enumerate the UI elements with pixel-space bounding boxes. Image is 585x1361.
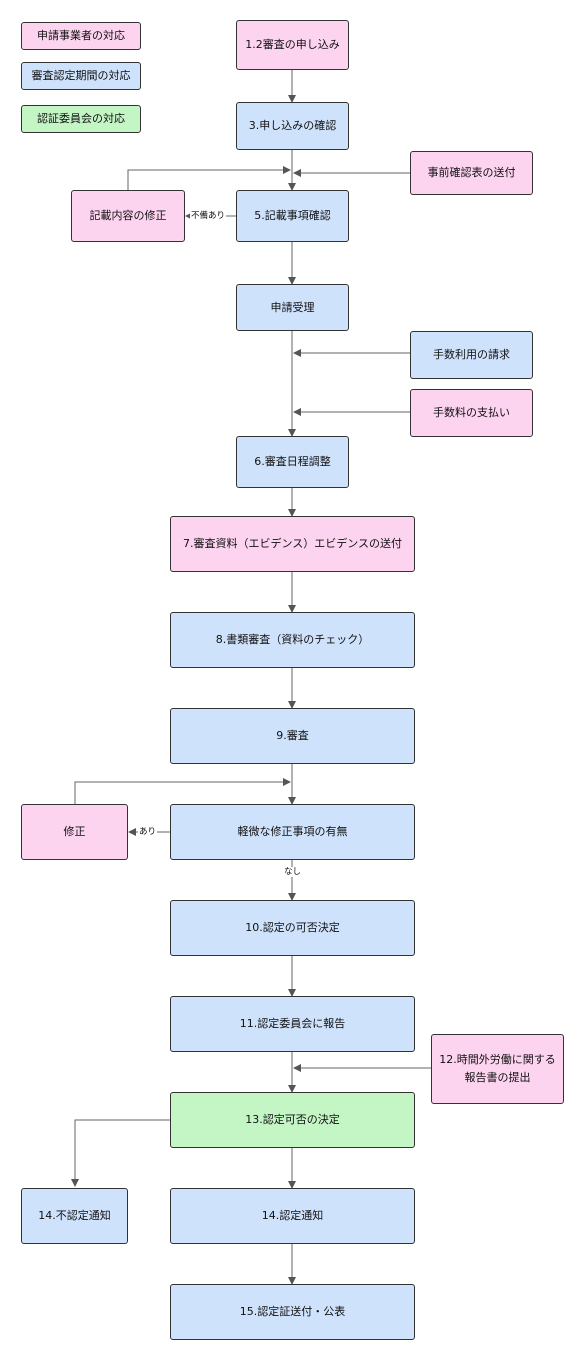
node-11-report-committee: 11.認定委員会に報告	[170, 996, 415, 1052]
node-accept: 申請受理	[236, 284, 349, 331]
node-10-decision: 10.認定の可否決定	[170, 900, 415, 956]
node-8-document-review: 8.書類審査（資料のチェック）	[170, 612, 415, 668]
node-fee-payment: 手数料の支払い	[410, 389, 533, 437]
node-6-schedule: 6.審査日程調整	[236, 436, 349, 488]
node-9-review: 9.審査	[170, 708, 415, 764]
node-minor-fix-check: 軽微な修正事項の有無	[170, 804, 415, 860]
node-4-precheck-sheet: 事前確認表の送付	[410, 151, 533, 195]
node-fee-request: 手数利用の請求	[410, 331, 533, 379]
node-15-certificate: 15.認定証送付・公表	[170, 1284, 415, 1340]
node-3-confirm: 3.申し込みの確認	[236, 102, 349, 150]
node-fix-form: 記載内容の修正	[71, 190, 185, 242]
node-13-committee-decision: 13.認定可否の決定	[170, 1092, 415, 1148]
node-fix: 修正	[21, 804, 128, 860]
node-5-check-items: 5.記載事項確認	[236, 190, 349, 242]
edge-fix-back	[74, 778, 291, 804]
edge-fix-form-back	[127, 166, 291, 190]
edge-label-deficient: 不備あり	[190, 211, 227, 221]
edge-13-14ng	[71, 1119, 170, 1187]
node-1-application: 1.2審査の申し込み	[236, 20, 349, 70]
node-14-rejection-notice: 14.不認定通知	[21, 1188, 128, 1244]
legend-review-body: 審査認定期間の対応	[21, 62, 141, 90]
node-12-overtime-report: 12.時間外労働に関する 報告書の提出	[431, 1034, 564, 1104]
legend-applicant: 申請事業者の対応	[21, 22, 141, 50]
legend-committee: 認証委員会の対応	[21, 105, 141, 133]
node-7-send-evidence: 7.審査資料（エビデンス）エビデンスの送付	[170, 516, 415, 572]
edge-label-none: なし	[283, 867, 303, 877]
node-14-approval-notice: 14.認定通知	[170, 1188, 415, 1244]
edge-label-exists: あり	[138, 827, 158, 837]
